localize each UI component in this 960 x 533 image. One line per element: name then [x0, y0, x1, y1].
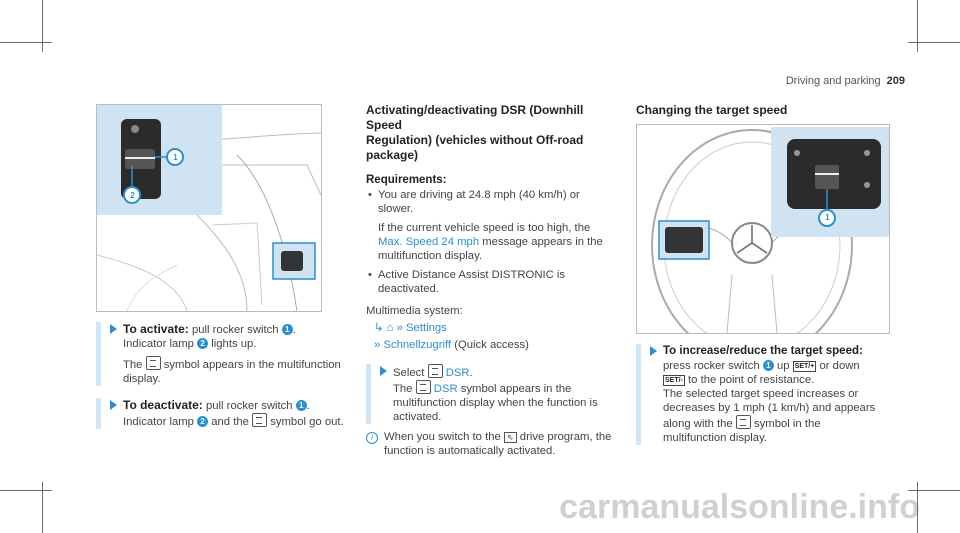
callout-1: 1 — [825, 213, 830, 222]
steering-wheel-illustration — [651, 127, 889, 333]
text: or down — [819, 360, 860, 372]
set-plus-key-icon: SET/+ — [792, 361, 817, 372]
info-icon: i — [366, 432, 378, 444]
drive-program-icon: ⇖ — [503, 432, 517, 443]
text: Select — [393, 367, 425, 379]
crop-mark — [0, 490, 52, 491]
crop-mark — [917, 0, 918, 52]
section-title-line1: Activating/deactivating DSR (Downhill Sp… — [366, 103, 584, 132]
dsr-symbol-icon — [252, 413, 268, 427]
page-number: 209 — [886, 75, 905, 87]
callout-2: 2 — [197, 416, 209, 427]
forward-arrow-icon: » — [374, 339, 381, 351]
text: drive program, the function is automatic… — [384, 431, 612, 457]
text: Indicator lamp — [123, 416, 194, 428]
rocker-switch-figure: 1 2 — [96, 104, 322, 312]
text: symbol appears in the multifunction disp… — [393, 383, 598, 423]
right-column: Changing the target speed — [636, 103, 886, 118]
requirement-item: You are driving at 24.8 mph (40 km/h) or… — [366, 188, 614, 263]
step-arrow-icon — [650, 346, 657, 356]
middle-column: Activating/deactivating DSR (Downhill Sp… — [366, 103, 614, 458]
text: slower. — [378, 203, 414, 215]
nav-path: » Schnellzugriff (Quick access) — [366, 338, 614, 352]
return-arrow-icon: ↳ — [374, 322, 384, 334]
crop-mark — [908, 42, 960, 43]
requirements-label: Requirements: — [366, 174, 447, 186]
crop-mark — [908, 490, 960, 491]
activate-label: To activate: — [123, 322, 189, 336]
text: The — [393, 383, 413, 395]
text: pull rocker switch — [205, 400, 293, 412]
deactivate-label: To deactivate: — [123, 398, 203, 412]
multimedia-label: Multimedia system: — [366, 305, 463, 317]
text: symbol go out. — [270, 416, 344, 428]
nav-quick-access: Schnellzugriff — [383, 339, 452, 351]
text: symbol in the multifunction display. — [663, 418, 821, 444]
text: and the — [211, 416, 249, 428]
text: . — [306, 400, 310, 412]
section-title: Changing the target speed — [636, 103, 788, 117]
text: (Quick access) — [454, 339, 529, 351]
dsr-label: DSR — [433, 383, 458, 395]
watermark: carmanualsonline.info — [559, 488, 920, 526]
callout-1: 1 — [281, 324, 293, 335]
section-title-line2: Regulation) (vehicles without Off-road p… — [366, 133, 584, 162]
callout-1: 1 — [173, 153, 178, 162]
text: pull rocker switch — [191, 324, 279, 336]
step-arrow-icon — [380, 366, 387, 376]
requirement-item: Active Distance Assist DISTRONIC is deac… — [366, 268, 614, 296]
text: When you switch to the — [384, 431, 501, 443]
text: Indicator lamp — [123, 338, 194, 350]
page-header: Driving and parking 209 — [786, 75, 905, 87]
dsr-menu-item: DSR — [445, 367, 470, 379]
text: to the point of resistance. — [688, 374, 815, 386]
text: If the current vehicle speed is too high… — [378, 222, 591, 234]
crop-mark — [42, 0, 43, 52]
step-select: Select DSR. The DSR symbol appears in th… — [366, 364, 614, 424]
text: You are driving at 24.8 mph (40 km/h) or — [378, 189, 580, 201]
step-change-speed: To increase/reduce the target speed: pre… — [636, 344, 882, 445]
text: symbol appears in the multifunction disp… — [123, 359, 341, 385]
nav-settings: Settings — [406, 322, 447, 334]
callout-1: 1 — [295, 400, 307, 411]
crop-mark — [42, 482, 43, 533]
crop-mark — [0, 42, 52, 43]
text: message appears in the multifunction dis… — [378, 236, 603, 262]
set-minus-key-icon: SET/- — [663, 375, 685, 386]
steering-wheel-figure: 1 — [636, 124, 890, 334]
callout-2: 2 — [130, 191, 135, 200]
text: lights up. — [211, 338, 257, 350]
text: The — [123, 359, 143, 371]
display-message: Max. Speed 24 mph — [378, 236, 480, 248]
left-column: To activate: pull rocker switch 1. Indic… — [96, 322, 346, 429]
right-column-step: To increase/reduce the target speed: pre… — [636, 344, 882, 445]
dsr-symbol-icon — [427, 364, 443, 378]
callout-2: 2 — [197, 338, 209, 349]
console-illustration — [97, 105, 321, 311]
forward-arrow-icon: » — [396, 322, 403, 334]
step-arrow-icon — [110, 324, 117, 334]
dsr-symbol-icon — [415, 380, 431, 394]
text: up — [776, 360, 790, 372]
home-icon: ⌂ — [386, 322, 394, 334]
dsr-symbol-icon — [735, 415, 751, 429]
text: press rocker switch — [663, 360, 760, 372]
step-deactivate: To deactivate: pull rocker switch 1. Ind… — [96, 398, 346, 429]
text: . — [292, 324, 296, 336]
nav-path: ↳ ⌂ » Settings — [366, 321, 614, 335]
callout-1: 1 — [762, 360, 774, 371]
text: The selected target speed increases or d… — [663, 388, 876, 430]
crop-mark — [917, 482, 918, 533]
section-title: Driving and parking — [785, 75, 881, 87]
step-activate: To activate: pull rocker switch 1. Indic… — [96, 322, 346, 386]
text: . — [469, 367, 473, 379]
info-note: i When you switch to the ⇖ drive program… — [366, 430, 614, 458]
step-label: To increase/reduce the target speed: — [663, 345, 863, 357]
step-arrow-icon — [110, 400, 117, 410]
dsr-symbol-icon — [145, 356, 161, 370]
